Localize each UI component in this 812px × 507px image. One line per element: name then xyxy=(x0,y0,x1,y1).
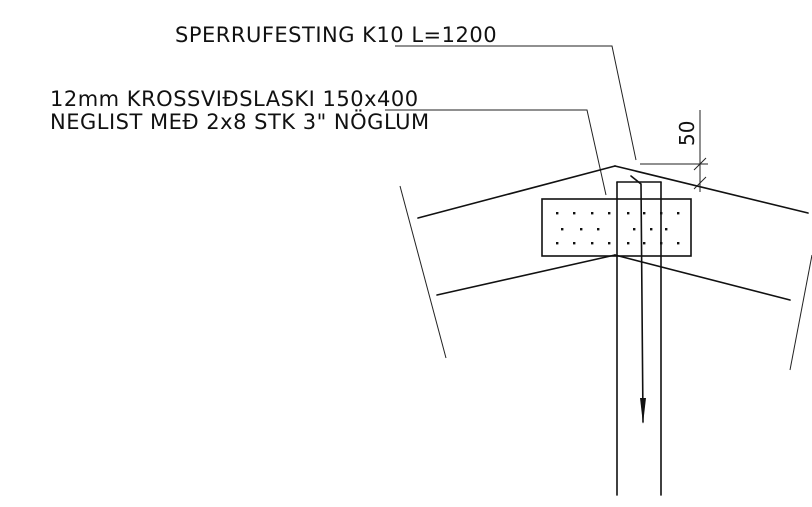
dimension-50-label: 50 xyxy=(675,121,699,146)
plywood-splice-label-line1: 12mm KROSSVIÐSLASKI 150x400 xyxy=(50,87,419,111)
right-rafter-bottom-edge xyxy=(614,254,791,301)
plywood-splice-leader xyxy=(532,109,607,196)
strap-end-arrow xyxy=(640,398,646,424)
right-rafter-top-edge xyxy=(614,165,809,214)
plywood-splice-plate xyxy=(541,198,692,257)
dim-tick-top xyxy=(693,157,707,171)
left-rafter-top-edge xyxy=(417,165,616,219)
rafter-fastening-label: SPERRUFESTING K10 L=1200 xyxy=(175,23,497,47)
nail-pattern xyxy=(556,212,680,245)
right-break-line xyxy=(789,254,812,371)
left-break-line xyxy=(399,185,447,359)
plywood-splice-label-line2: NEGLIST MEÐ 2x8 STK 3" NÖGLUM xyxy=(50,109,430,134)
left-rafter-bottom-edge xyxy=(436,254,616,296)
rafter-fastening-leader xyxy=(592,45,637,161)
dim-tick-bottom xyxy=(693,176,707,190)
fastening-strap xyxy=(630,175,644,423)
